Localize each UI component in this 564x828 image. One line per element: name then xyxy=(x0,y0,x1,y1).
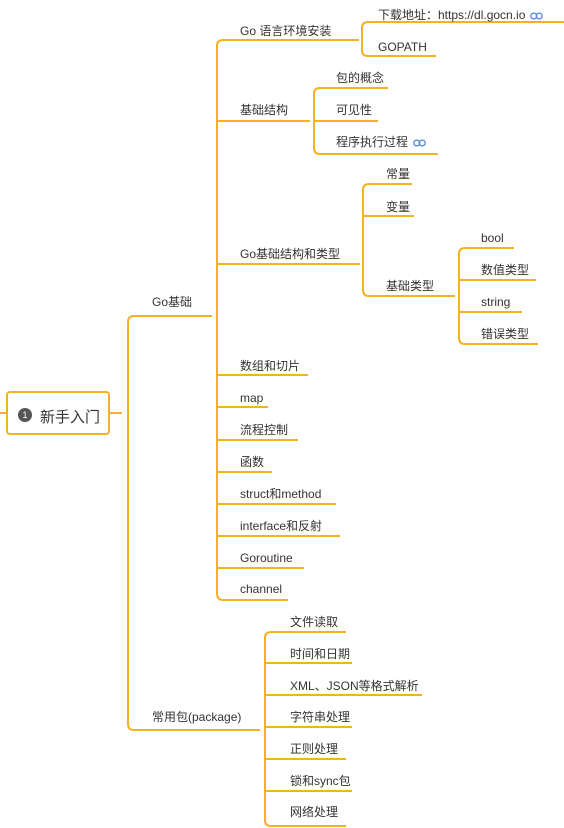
node-function[interactable]: 函数 xyxy=(240,455,265,469)
root-badge: 1 xyxy=(18,408,32,422)
node-gopath[interactable]: GOPATH xyxy=(378,40,427,54)
download-label: 下载地址：https://dl.gocn.io xyxy=(378,8,526,22)
node-regex[interactable]: 正则处理 xyxy=(290,742,339,756)
node-package-concept[interactable]: 包的概念 xyxy=(336,71,385,85)
node-error-types[interactable]: 错误类型 xyxy=(481,327,530,341)
node-packages[interactable]: 常用包(package) xyxy=(152,710,242,724)
link-icon[interactable] xyxy=(530,12,544,20)
node-string-processing[interactable]: 字符串处理 xyxy=(290,710,351,724)
node-channel[interactable]: channel xyxy=(240,582,283,596)
node-basic-structure[interactable]: 基础结构 xyxy=(240,103,289,117)
node-numeric-types[interactable]: 数值类型 xyxy=(481,263,530,277)
node-execution[interactable]: 程序执行过程 xyxy=(336,135,426,149)
node-visibility[interactable]: 可见性 xyxy=(336,103,373,117)
execution-label: 程序执行过程 xyxy=(336,135,409,149)
link-icon[interactable] xyxy=(413,139,426,147)
node-constant[interactable]: 常量 xyxy=(386,167,411,181)
root-node[interactable]: 1 新手入门 xyxy=(6,391,110,435)
node-array-slice[interactable]: 数组和切片 xyxy=(240,359,301,373)
node-basic-types[interactable]: 基础类型 xyxy=(386,279,435,293)
node-download[interactable]: 下载地址：https://dl.gocn.io xyxy=(378,8,544,22)
node-string[interactable]: string xyxy=(481,295,511,309)
node-network[interactable]: 网络处理 xyxy=(290,805,339,819)
node-lock-sync[interactable]: 锁和sync包 xyxy=(290,774,351,788)
root-label: 新手入门 xyxy=(40,409,101,426)
node-env-setup[interactable]: Go 语言环境安装 xyxy=(240,24,332,38)
node-goroutine[interactable]: Goroutine xyxy=(240,551,293,565)
node-file-read[interactable]: 文件读取 xyxy=(290,615,339,629)
node-struct-method[interactable]: struct和method xyxy=(240,487,322,501)
node-bool[interactable]: bool xyxy=(481,231,504,245)
node-interface-reflect[interactable]: interface和反射 xyxy=(240,519,323,533)
node-flow-control[interactable]: 流程控制 xyxy=(240,423,289,437)
node-time-date[interactable]: 时间和日期 xyxy=(290,647,351,661)
node-formats[interactable]: XML、JSON等格式解析 xyxy=(290,679,419,693)
node-structure-types[interactable]: Go基础结构和类型 xyxy=(240,247,341,261)
node-go-basics[interactable]: Go基础 xyxy=(152,295,193,309)
node-map[interactable]: map xyxy=(240,391,264,405)
node-variable[interactable]: 变量 xyxy=(386,200,411,214)
